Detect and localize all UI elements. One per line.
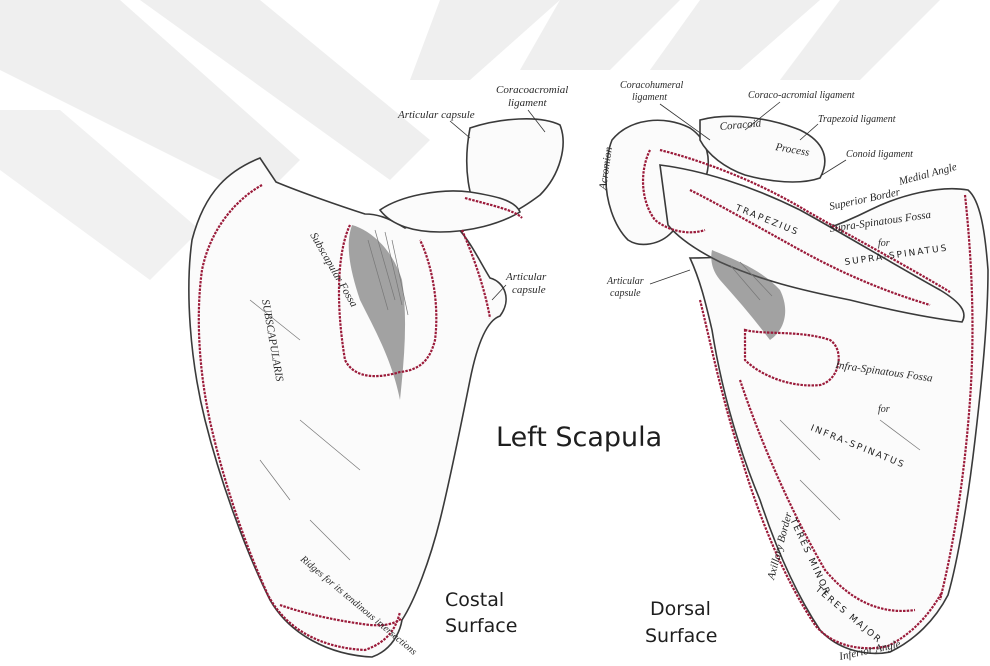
dorsal-caption-line-1: Dorsal <box>650 598 711 620</box>
articular-capsule-dorsal-label-1: Articular <box>606 276 644 287</box>
for-label-2: for <box>878 404 890 415</box>
conoid-label: Conoid ligament <box>846 149 913 160</box>
costal-caption-line-1: Costal <box>445 589 504 611</box>
articular-capsule-top-leader <box>450 121 470 138</box>
coracoacromial-label-2: ligament <box>508 97 547 109</box>
articular-capsule-top-label: Articular capsule <box>397 109 475 121</box>
costal-caption-line-2: Surface <box>445 615 517 637</box>
dorsal-caption-line-2: Surface <box>645 625 717 647</box>
articular-capsule-right-label-1: Articular <box>505 271 547 283</box>
title-left-scapula: Left Scapula <box>496 422 662 453</box>
coracohumeral-label-2: ligament <box>632 92 667 103</box>
costal-acromion <box>380 191 520 232</box>
for-label-1: for <box>878 238 890 249</box>
medial-angle-label: Medial Angle <box>897 161 959 188</box>
coracohumeral-label-1: Coracohumeral <box>620 80 684 91</box>
coracoacromial-label-1: Coracoacromial <box>496 84 568 96</box>
dorsal-scapula: Coracohumeral ligament Coraco-acromial l… <box>597 80 988 663</box>
articular-capsule-dorsal-leader <box>650 270 690 284</box>
articular-capsule-right-label-2: capsule <box>512 284 546 296</box>
trapezoid-label: Trapezoid ligament <box>818 114 896 125</box>
articular-capsule-dorsal-label-2: capsule <box>610 288 641 299</box>
coraco-acromial-label: Coraco-acromial ligament <box>748 90 855 101</box>
